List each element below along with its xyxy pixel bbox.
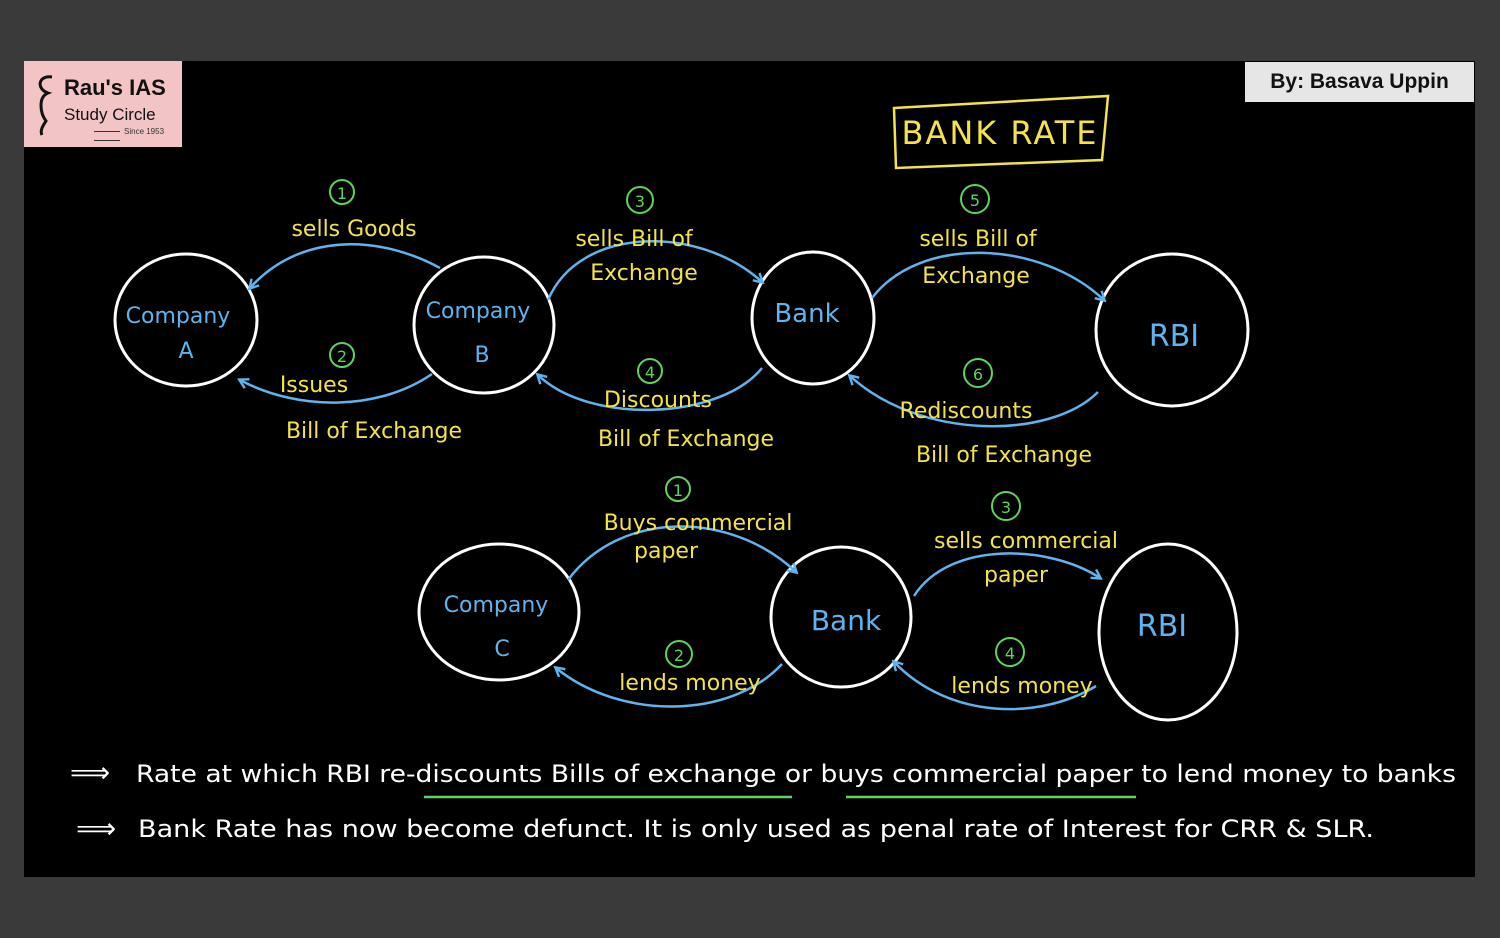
edge-arrow	[850, 376, 1099, 428]
node-company-a: Company A	[113, 252, 259, 388]
edge-arrow	[546, 240, 762, 301]
brand-subtitle: Study Circle	[64, 105, 156, 124]
edge-label: Exchange	[922, 264, 1030, 289]
node-label: B	[474, 343, 489, 368]
node-label: A	[178, 339, 193, 364]
node-rbi: RBI	[1094, 252, 1250, 408]
bottom-diagram: Company C Bank RBI 1 2 3 4	[417, 476, 1239, 722]
node-label: Company	[126, 304, 231, 329]
edge-arrow	[912, 552, 1100, 597]
edge-label: sells Bill of	[575, 227, 694, 252]
edge-label: Buys commercial	[604, 511, 793, 536]
step-4: 4	[995, 637, 1025, 667]
node-company-b: Company B	[412, 255, 556, 395]
edge-label: Bill of Exchange	[598, 427, 774, 452]
edge-arrow	[240, 372, 433, 404]
note-arrow: ⟹	[70, 756, 110, 789]
step-number: 1	[337, 184, 347, 203]
edge-label: sells commercial	[934, 529, 1118, 554]
node-label: RBI	[1149, 319, 1199, 354]
edge-arrow	[871, 251, 1104, 300]
node-bank: Bank	[769, 545, 913, 689]
brand-name: Rau's IAS	[64, 75, 166, 100]
page-title: BANK RATE	[901, 114, 1098, 152]
step-1: 1	[329, 179, 355, 205]
edge-arrow	[250, 243, 441, 288]
notes: ⟹ Rate at which RBI re-discounts Bills o…	[70, 756, 1456, 845]
edge-label: Rediscounts	[900, 399, 1033, 424]
node-rbi: RBI	[1097, 542, 1239, 722]
edge-label: sells Bill of	[919, 227, 1038, 252]
node-label: Bank	[811, 604, 882, 637]
edge-label: sells Goods	[291, 217, 416, 242]
edge-label: lends money	[619, 671, 760, 696]
step-number: 3	[635, 192, 645, 211]
step-number: 4	[1005, 644, 1015, 663]
edge-label: Exchange	[590, 261, 698, 286]
edge-label: paper	[634, 539, 699, 564]
whiteboard	[24, 61, 1475, 877]
node-label: Company	[426, 299, 531, 324]
edge-arrow	[566, 525, 796, 581]
brand-since: Since 1953	[90, 127, 182, 145]
author-badge: By: Basava Uppin	[1245, 62, 1474, 102]
step-number: 6	[973, 365, 983, 384]
title-box: BANK RATE	[892, 94, 1110, 170]
edge-label: Issues	[280, 373, 348, 398]
step-6: 6	[963, 358, 993, 388]
edge-arrow	[894, 662, 1097, 711]
edge-arrow	[556, 663, 783, 708]
note-text: Rate at which RBI re-discounts Bills of …	[136, 760, 1456, 788]
step-number: 2	[674, 646, 684, 665]
edge-label: Bill of Exchange	[916, 443, 1092, 468]
node-company-c: Company C	[417, 542, 581, 682]
step-5: 5	[960, 184, 990, 214]
node-bank: Bank	[750, 250, 876, 386]
node-label: C	[494, 637, 509, 662]
step-2: 2	[329, 342, 355, 368]
note-arrow: ⟹	[76, 812, 116, 845]
step-number: 1	[673, 481, 683, 500]
step-number: 2	[337, 347, 347, 366]
step-3: 3	[626, 186, 654, 214]
node-label: Company	[444, 593, 549, 618]
brand-logo: Rau's IAS Study Circle Since 1953	[24, 61, 182, 147]
step-2: 2	[665, 640, 693, 668]
step-number: 4	[645, 363, 655, 382]
step-4: 4	[637, 358, 663, 384]
edge-label: Bill of Exchange	[286, 419, 462, 444]
edge-label: lends money	[951, 674, 1092, 699]
edge-arrow	[538, 367, 763, 412]
logo-mark-icon	[38, 75, 53, 136]
note-text: Bank Rate has now become defunct. It is …	[138, 815, 1374, 843]
top-diagram: Company A Company B Bank RBI 1	[113, 179, 1250, 468]
node-label: RBI	[1137, 609, 1187, 644]
step-3: 3	[991, 491, 1021, 521]
edge-label: Discounts	[604, 388, 712, 413]
node-label: Bank	[774, 299, 839, 329]
step-number: 5	[970, 191, 980, 210]
step-1: 1	[665, 476, 691, 502]
edge-label: paper	[984, 563, 1049, 588]
step-number: 3	[1001, 498, 1011, 517]
